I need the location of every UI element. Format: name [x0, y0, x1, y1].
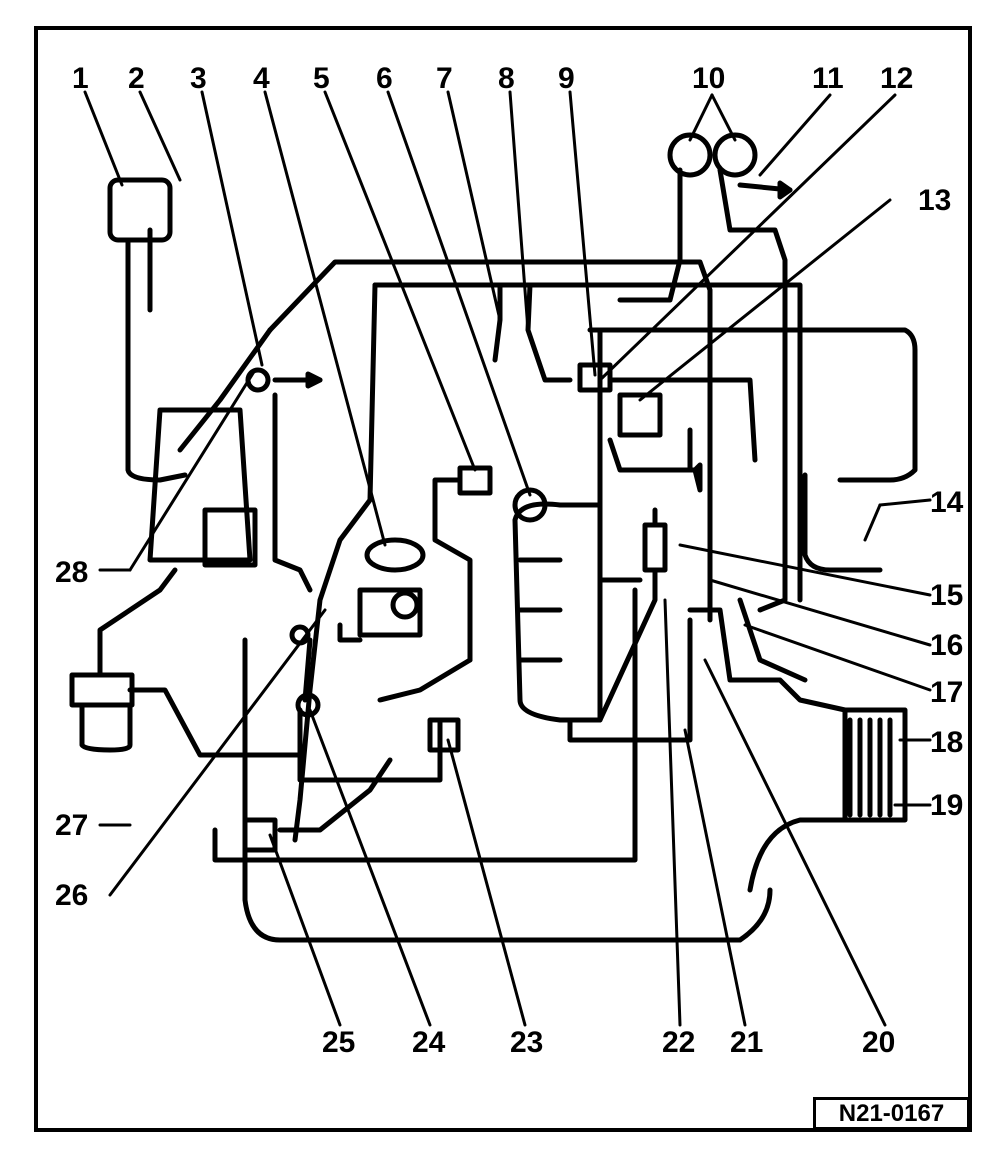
label-11: 11: [812, 62, 844, 95]
vacuum-tank: [147, 407, 253, 563]
label-24: 24: [412, 1026, 446, 1059]
gauge-left: [667, 132, 713, 178]
label-22: 22: [662, 1026, 695, 1059]
label-20: 20: [862, 1026, 895, 1059]
label-25: 25: [322, 1026, 355, 1059]
label-26: 26: [55, 879, 88, 912]
diagram-frame: [34, 26, 972, 1132]
label-2: 2: [128, 62, 145, 95]
label-9: 9: [558, 62, 575, 95]
intercooler: [842, 707, 908, 823]
label-16: 16: [930, 629, 963, 662]
label-7: 7: [436, 62, 453, 95]
label-8: 8: [498, 62, 515, 95]
label-4: 4: [253, 62, 270, 95]
sensor-box: [107, 177, 173, 243]
gauge-right: [712, 132, 758, 178]
label-6: 6: [376, 62, 393, 95]
label-15: 15: [930, 579, 963, 612]
label-1: 1: [72, 62, 89, 95]
figure-code: N21-0167: [813, 1097, 970, 1130]
label-21: 21: [730, 1026, 763, 1059]
label-23: 23: [510, 1026, 543, 1059]
label-13: 13: [918, 184, 951, 217]
label-5: 5: [313, 62, 330, 95]
label-19: 19: [930, 789, 963, 822]
label-10: 10: [692, 62, 725, 95]
label-12: 12: [880, 62, 913, 95]
label-18: 18: [930, 726, 963, 759]
label-27: 27: [55, 809, 88, 842]
label-3: 3: [190, 62, 207, 95]
label-28: 28: [55, 556, 88, 589]
label-14: 14: [930, 486, 964, 519]
label-17: 17: [930, 676, 963, 709]
